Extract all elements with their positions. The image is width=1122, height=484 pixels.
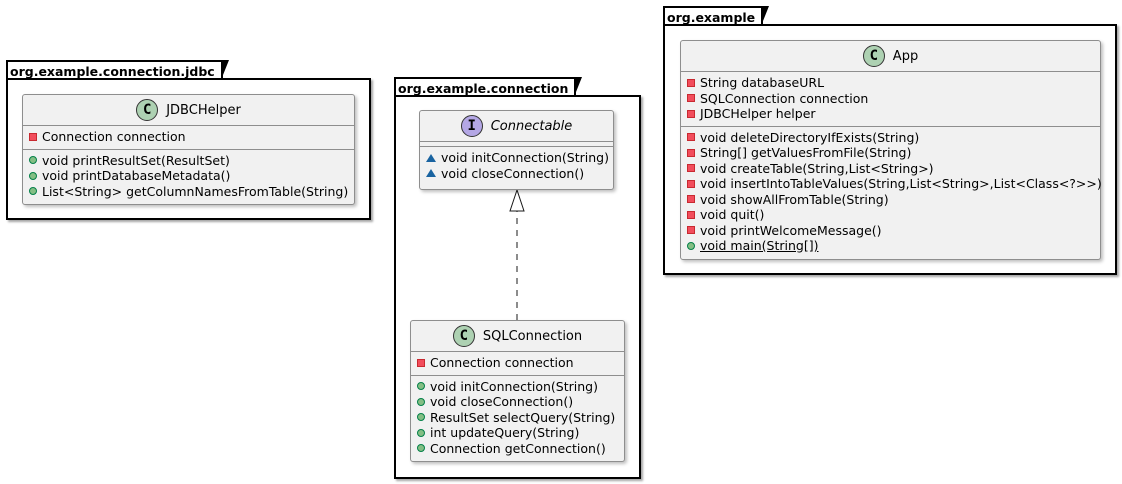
private-visibility-icon xyxy=(687,133,695,142)
private-visibility-icon xyxy=(687,94,695,103)
method-text: ResultSet selectQuery(String) xyxy=(430,409,616,425)
method-row: void initConnection(String) xyxy=(426,150,609,166)
public-visibility-icon xyxy=(29,171,37,180)
package-jdbc-label: org.example.connection.jdbc xyxy=(6,60,229,80)
field-text: String databaseURL xyxy=(700,75,825,90)
class-fields: Connection connection xyxy=(23,125,354,149)
private-visibility-icon xyxy=(687,226,695,235)
class-methods: void deleteDirectoryIfExists(String) Str… xyxy=(681,125,1102,258)
private-visibility-icon xyxy=(687,78,695,87)
realization-arrowhead xyxy=(509,188,525,212)
method-row: String[] getValuesFromFile(String) xyxy=(687,145,1094,161)
field-text: JDBCHelper helper xyxy=(700,106,816,121)
interface-fields xyxy=(420,141,613,146)
class-name: App xyxy=(892,48,919,64)
method-text: void quit() xyxy=(700,207,765,222)
private-visibility-icon xyxy=(687,195,695,204)
method-text: List<String> getColumnNamesFromTable(Str… xyxy=(42,183,349,199)
package-connection-label: org.example.connection xyxy=(394,77,583,97)
class-app[interactable]: C App String databaseURL SQLConnection c… xyxy=(680,40,1102,260)
method-row: void printDatabaseMetadata() xyxy=(29,168,348,184)
interface-connectable-header: I Connectable xyxy=(420,111,613,141)
static-method-text: void main(String[]) xyxy=(700,238,819,253)
class-sqlconnection-header: C SQLConnection xyxy=(411,321,624,351)
package-example-label: org.example xyxy=(663,6,770,26)
class-methods: void initConnection(String) void closeCo… xyxy=(411,374,624,461)
public-visibility-icon xyxy=(417,413,425,422)
class-jdbchelper-header: C JDBCHelper xyxy=(23,95,354,125)
class-jdbchelper[interactable]: C JDBCHelper Connection connection void … xyxy=(22,94,355,205)
method-row: void showAllFromTable(String) xyxy=(687,192,1094,208)
private-visibility-icon xyxy=(687,164,695,173)
private-visibility-icon xyxy=(687,109,695,118)
class-stereotype-icon: C xyxy=(452,325,475,347)
package-visibility-icon xyxy=(426,169,436,178)
method-row: ResultSet selectQuery(String) xyxy=(417,410,618,426)
class-app-header: C App xyxy=(681,41,1100,71)
interface-methods: void initConnection(String) void closeCo… xyxy=(420,146,613,185)
class-stereotype-icon: C xyxy=(136,99,159,121)
method-row: void printResultSet(ResultSet) xyxy=(29,153,348,169)
private-visibility-icon xyxy=(687,148,695,157)
interface-name: Connectable xyxy=(490,118,573,134)
class-fields: Connection connection xyxy=(411,351,624,375)
method-text: void showAllFromTable(String) xyxy=(700,191,889,207)
method-text: void closeConnection() xyxy=(441,165,585,181)
class-methods: void printResultSet(ResultSet) void prin… xyxy=(23,148,354,204)
method-row: void createTable(String,List<String>) xyxy=(687,161,1094,177)
private-visibility-icon xyxy=(687,210,695,219)
class-stereotype-icon: C xyxy=(862,45,885,67)
interface-stereotype-icon: I xyxy=(460,115,483,137)
public-visibility-icon xyxy=(29,187,37,196)
method-row: void quit() xyxy=(687,207,1094,223)
method-text: String[] getValuesFromFile(String) xyxy=(700,145,912,160)
method-row: int updateQuery(String) xyxy=(417,425,618,441)
field-text: Connection connection xyxy=(42,129,186,144)
public-visibility-icon xyxy=(417,382,425,391)
public-visibility-icon xyxy=(417,428,425,437)
method-row: void printWelcomeMessage() xyxy=(687,223,1094,239)
field-text: Connection connection xyxy=(430,355,574,370)
field-text: SQLConnection connection xyxy=(700,90,869,106)
private-visibility-icon xyxy=(687,179,695,188)
class-name: SQLConnection xyxy=(482,328,583,344)
method-text: void insertIntoTableValues(String,List<S… xyxy=(700,176,1102,191)
method-row: void closeConnection() xyxy=(417,394,618,410)
class-fields: String databaseURL SQLConnection connect… xyxy=(681,71,1100,126)
method-text: void printResultSet(ResultSet) xyxy=(42,152,230,168)
field-row: String databaseURL xyxy=(687,75,1094,91)
method-row: void initConnection(String) xyxy=(417,379,618,395)
private-visibility-icon xyxy=(29,132,37,141)
method-text: void closeConnection() xyxy=(430,394,574,409)
public-visibility-icon xyxy=(417,444,425,453)
method-row: void closeConnection() xyxy=(426,166,607,182)
public-visibility-icon xyxy=(29,156,37,165)
public-visibility-icon xyxy=(417,397,425,406)
method-row: List<String> getColumnNamesFromTable(Str… xyxy=(29,184,348,200)
method-row: void main(String[]) xyxy=(687,238,1094,254)
field-row: JDBCHelper helper xyxy=(687,106,1094,122)
method-text: void printDatabaseMetadata() xyxy=(42,168,231,183)
method-text: void printWelcomeMessage() xyxy=(700,222,882,238)
field-row: SQLConnection connection xyxy=(687,91,1094,107)
method-row: void deleteDirectoryIfExists(String) xyxy=(687,130,1094,146)
method-text: void initConnection(String) xyxy=(430,378,598,394)
package-visibility-icon xyxy=(426,153,436,162)
interface-connectable[interactable]: I Connectable void initConnection(String… xyxy=(419,110,614,190)
method-text: void initConnection(String) xyxy=(441,150,609,165)
method-row: Connection getConnection() xyxy=(417,441,618,457)
private-visibility-icon xyxy=(417,358,425,367)
public-visibility-icon xyxy=(687,241,695,250)
class-sqlconnection[interactable]: C SQLConnection Connection connection vo… xyxy=(410,320,625,462)
class-name: JDBCHelper xyxy=(166,102,241,118)
field-row: Connection connection xyxy=(29,129,348,145)
method-text: void deleteDirectoryIfExists(String) xyxy=(700,129,920,145)
field-row: Connection connection xyxy=(417,355,618,371)
method-text: void createTable(String,List<String>) xyxy=(700,160,934,176)
method-row: void insertIntoTableValues(String,List<S… xyxy=(687,176,1102,192)
method-text: int updateQuery(String) xyxy=(430,425,580,440)
method-text: Connection getConnection() xyxy=(430,440,606,456)
